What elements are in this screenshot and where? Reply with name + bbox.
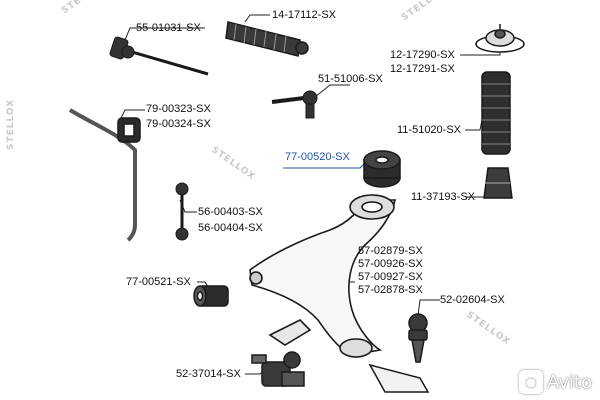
strut-mount-icon xyxy=(475,24,525,53)
leader-11-51020 xyxy=(465,119,483,131)
label-11-51020[interactable]: 11-51020-SX xyxy=(397,124,462,136)
label-52-37014[interactable]: 52-37014-SX xyxy=(176,368,241,380)
leader-14-17112 xyxy=(244,14,270,23)
label-56-00404[interactable]: 56-00404-SX xyxy=(198,222,263,234)
label-79-00324[interactable]: 79-00324-SX xyxy=(146,118,211,130)
control-arm-bushing-icon xyxy=(363,150,401,188)
label-52-02604[interactable]: 52-02604-SX xyxy=(440,294,505,306)
label-11-37193[interactable]: 11-37193-SX xyxy=(411,191,476,203)
bump-stop-icon xyxy=(483,167,513,199)
tie-rod-icon xyxy=(109,36,209,76)
ball-joint-icon xyxy=(408,313,428,363)
label-57-02878[interactable]: 57-02878-SX xyxy=(358,284,423,296)
knuckle-fragment-icon xyxy=(368,363,430,393)
label-79-00323[interactable]: 79-00323-SX xyxy=(146,103,211,115)
outer-tie-rod-icon xyxy=(271,90,318,119)
ball-joint-assembly-icon xyxy=(251,351,305,387)
stabilizer-bar-icon xyxy=(68,108,137,242)
lower-control-arm-icon xyxy=(249,194,396,358)
label-56-00403[interactable]: 56-00403-SX xyxy=(198,206,263,218)
avito-mark-icon: ● xyxy=(519,370,544,394)
label-57-00926[interactable]: 57-00926-SX xyxy=(358,258,423,270)
label-12-17290[interactable]: 12-17290-SX xyxy=(390,49,455,61)
rear-bushing-icon xyxy=(193,285,229,307)
dust-boot-icon xyxy=(481,71,511,155)
label-55-01031[interactable]: 55-01031-SX xyxy=(136,22,201,34)
label-77-00520[interactable]: 77-00520-SX xyxy=(285,151,350,163)
logo-text: Avito xyxy=(547,371,592,393)
leader-55-01031 xyxy=(124,27,205,41)
leader-51-51006 xyxy=(314,84,350,98)
avito-logo: ● Avito xyxy=(519,370,592,394)
stabilizer-bushing-icon xyxy=(117,117,141,143)
steering-boot-icon xyxy=(225,21,309,57)
stabilizer-link-icon xyxy=(175,182,189,241)
leader-52-02604 xyxy=(417,299,440,316)
label-12-17291[interactable]: 12-17291-SX xyxy=(390,63,455,75)
label-14-17112[interactable]: 14-17112-SX xyxy=(272,9,337,21)
leader-79-00323 xyxy=(119,109,145,121)
label-57-00927[interactable]: 57-00927-SX xyxy=(358,271,423,283)
label-57-02879[interactable]: 57-02879-SX xyxy=(358,245,423,257)
label-51-51006[interactable]: 51-51006-SX xyxy=(318,73,383,85)
label-77-00521[interactable]: 77-00521-SX xyxy=(126,276,191,288)
